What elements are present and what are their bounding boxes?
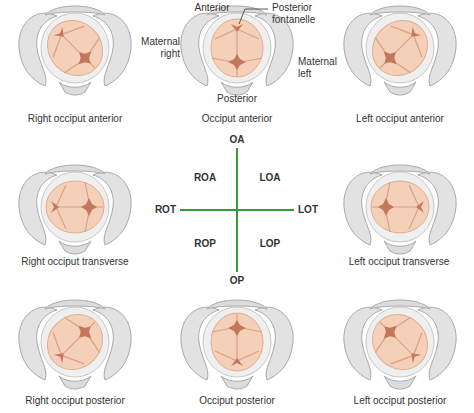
fetal-head xyxy=(361,303,439,381)
annotation: Anterior xyxy=(185,2,239,14)
pelvis xyxy=(344,300,456,389)
axis-label: LOT xyxy=(298,204,338,216)
axis-line xyxy=(180,209,294,211)
position-caption: Right occiput posterior xyxy=(5,395,145,407)
position-caption: Right occiput transverse xyxy=(0,256,150,268)
position-caption: Occiput anterior xyxy=(167,113,307,125)
pelvis xyxy=(181,300,293,389)
annotation: Maternal right xyxy=(130,36,180,60)
fetal-head xyxy=(36,9,114,87)
position-caption: Left occiput anterior xyxy=(330,113,470,125)
axis-label: OA xyxy=(222,134,252,146)
axis-label: LOP xyxy=(251,238,289,250)
pelvis xyxy=(19,165,131,254)
pelvis xyxy=(19,300,131,389)
position-caption: Occiput posterior xyxy=(167,395,307,407)
axis-label: ROA xyxy=(186,172,224,184)
fetal-head xyxy=(211,313,263,371)
axis-label: ROT xyxy=(136,204,176,216)
fetal-head xyxy=(371,181,429,233)
annotation: Posterior xyxy=(207,93,267,105)
axis-label: ROP xyxy=(186,238,224,250)
pelvis xyxy=(344,6,456,95)
axis-label: LOA xyxy=(251,172,289,184)
leader-line xyxy=(239,9,268,24)
axis-label: OP xyxy=(222,275,252,287)
fetal-head xyxy=(36,303,114,381)
position-caption: Left occiput posterior xyxy=(330,395,470,407)
pelvis xyxy=(344,165,456,254)
fetal-head xyxy=(46,181,104,233)
annotation: Maternal left xyxy=(298,56,348,80)
position-caption: Right occiput anterior xyxy=(5,113,145,125)
pelvis xyxy=(19,6,131,95)
annotation: Posterior fontanelle xyxy=(272,2,344,26)
position-caption: Left occiput transverse xyxy=(324,256,474,268)
fetal-head xyxy=(361,9,439,87)
fetal-head xyxy=(211,19,263,77)
